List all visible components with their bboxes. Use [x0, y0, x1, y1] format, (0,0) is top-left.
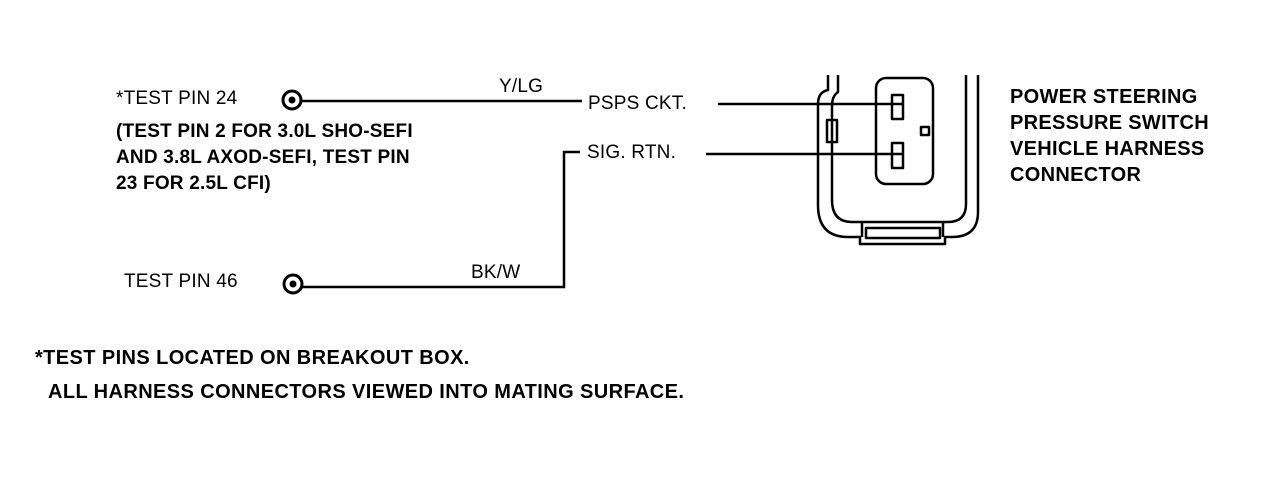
wire-bk-w	[302, 150, 580, 289]
sig-rtn-circuit-label: SIG. RTN.	[587, 142, 677, 163]
test-pin-24-note-line-1: (TEST PIN 2 FOR 3.0L SHO-SEFI	[116, 121, 413, 142]
connector-caption-line-4: CONNECTOR	[1010, 164, 1142, 186]
connector-caption-line-3: VEHICLE HARNESS	[1010, 138, 1205, 160]
test-pin-24-note-line-3: 23 FOR 2.5L CFI)	[116, 173, 271, 194]
footnote-line-2: ALL HARNESS CONNECTORS VIEWED INTO MATIN…	[48, 381, 685, 403]
wire-color-bk-w: BK/W	[471, 262, 521, 283]
test-pin-46-label: TEST PIN 46	[124, 271, 238, 292]
test-pin-24-note-line-2: AND 3.8L AXOD-SEFI, TEST PIN	[116, 147, 410, 168]
test-pin-24-terminal-icon	[281, 89, 303, 111]
connector-caption-line-1: POWER STEERING	[1010, 86, 1198, 108]
test-pin-24-label: *TEST PIN 24	[116, 88, 238, 109]
connector-caption-line-2: PRESSURE SWITCH	[1010, 112, 1209, 134]
pressure-switch-connector-icon	[816, 75, 980, 246]
psps-circuit-label: PSPS CKT.	[588, 93, 687, 114]
footnote-line-1: *TEST PINS LOCATED ON BREAKOUT BOX.	[35, 347, 470, 369]
wire-color-y-lg: Y/LG	[499, 76, 544, 97]
test-pin-46-terminal-icon	[282, 273, 304, 295]
